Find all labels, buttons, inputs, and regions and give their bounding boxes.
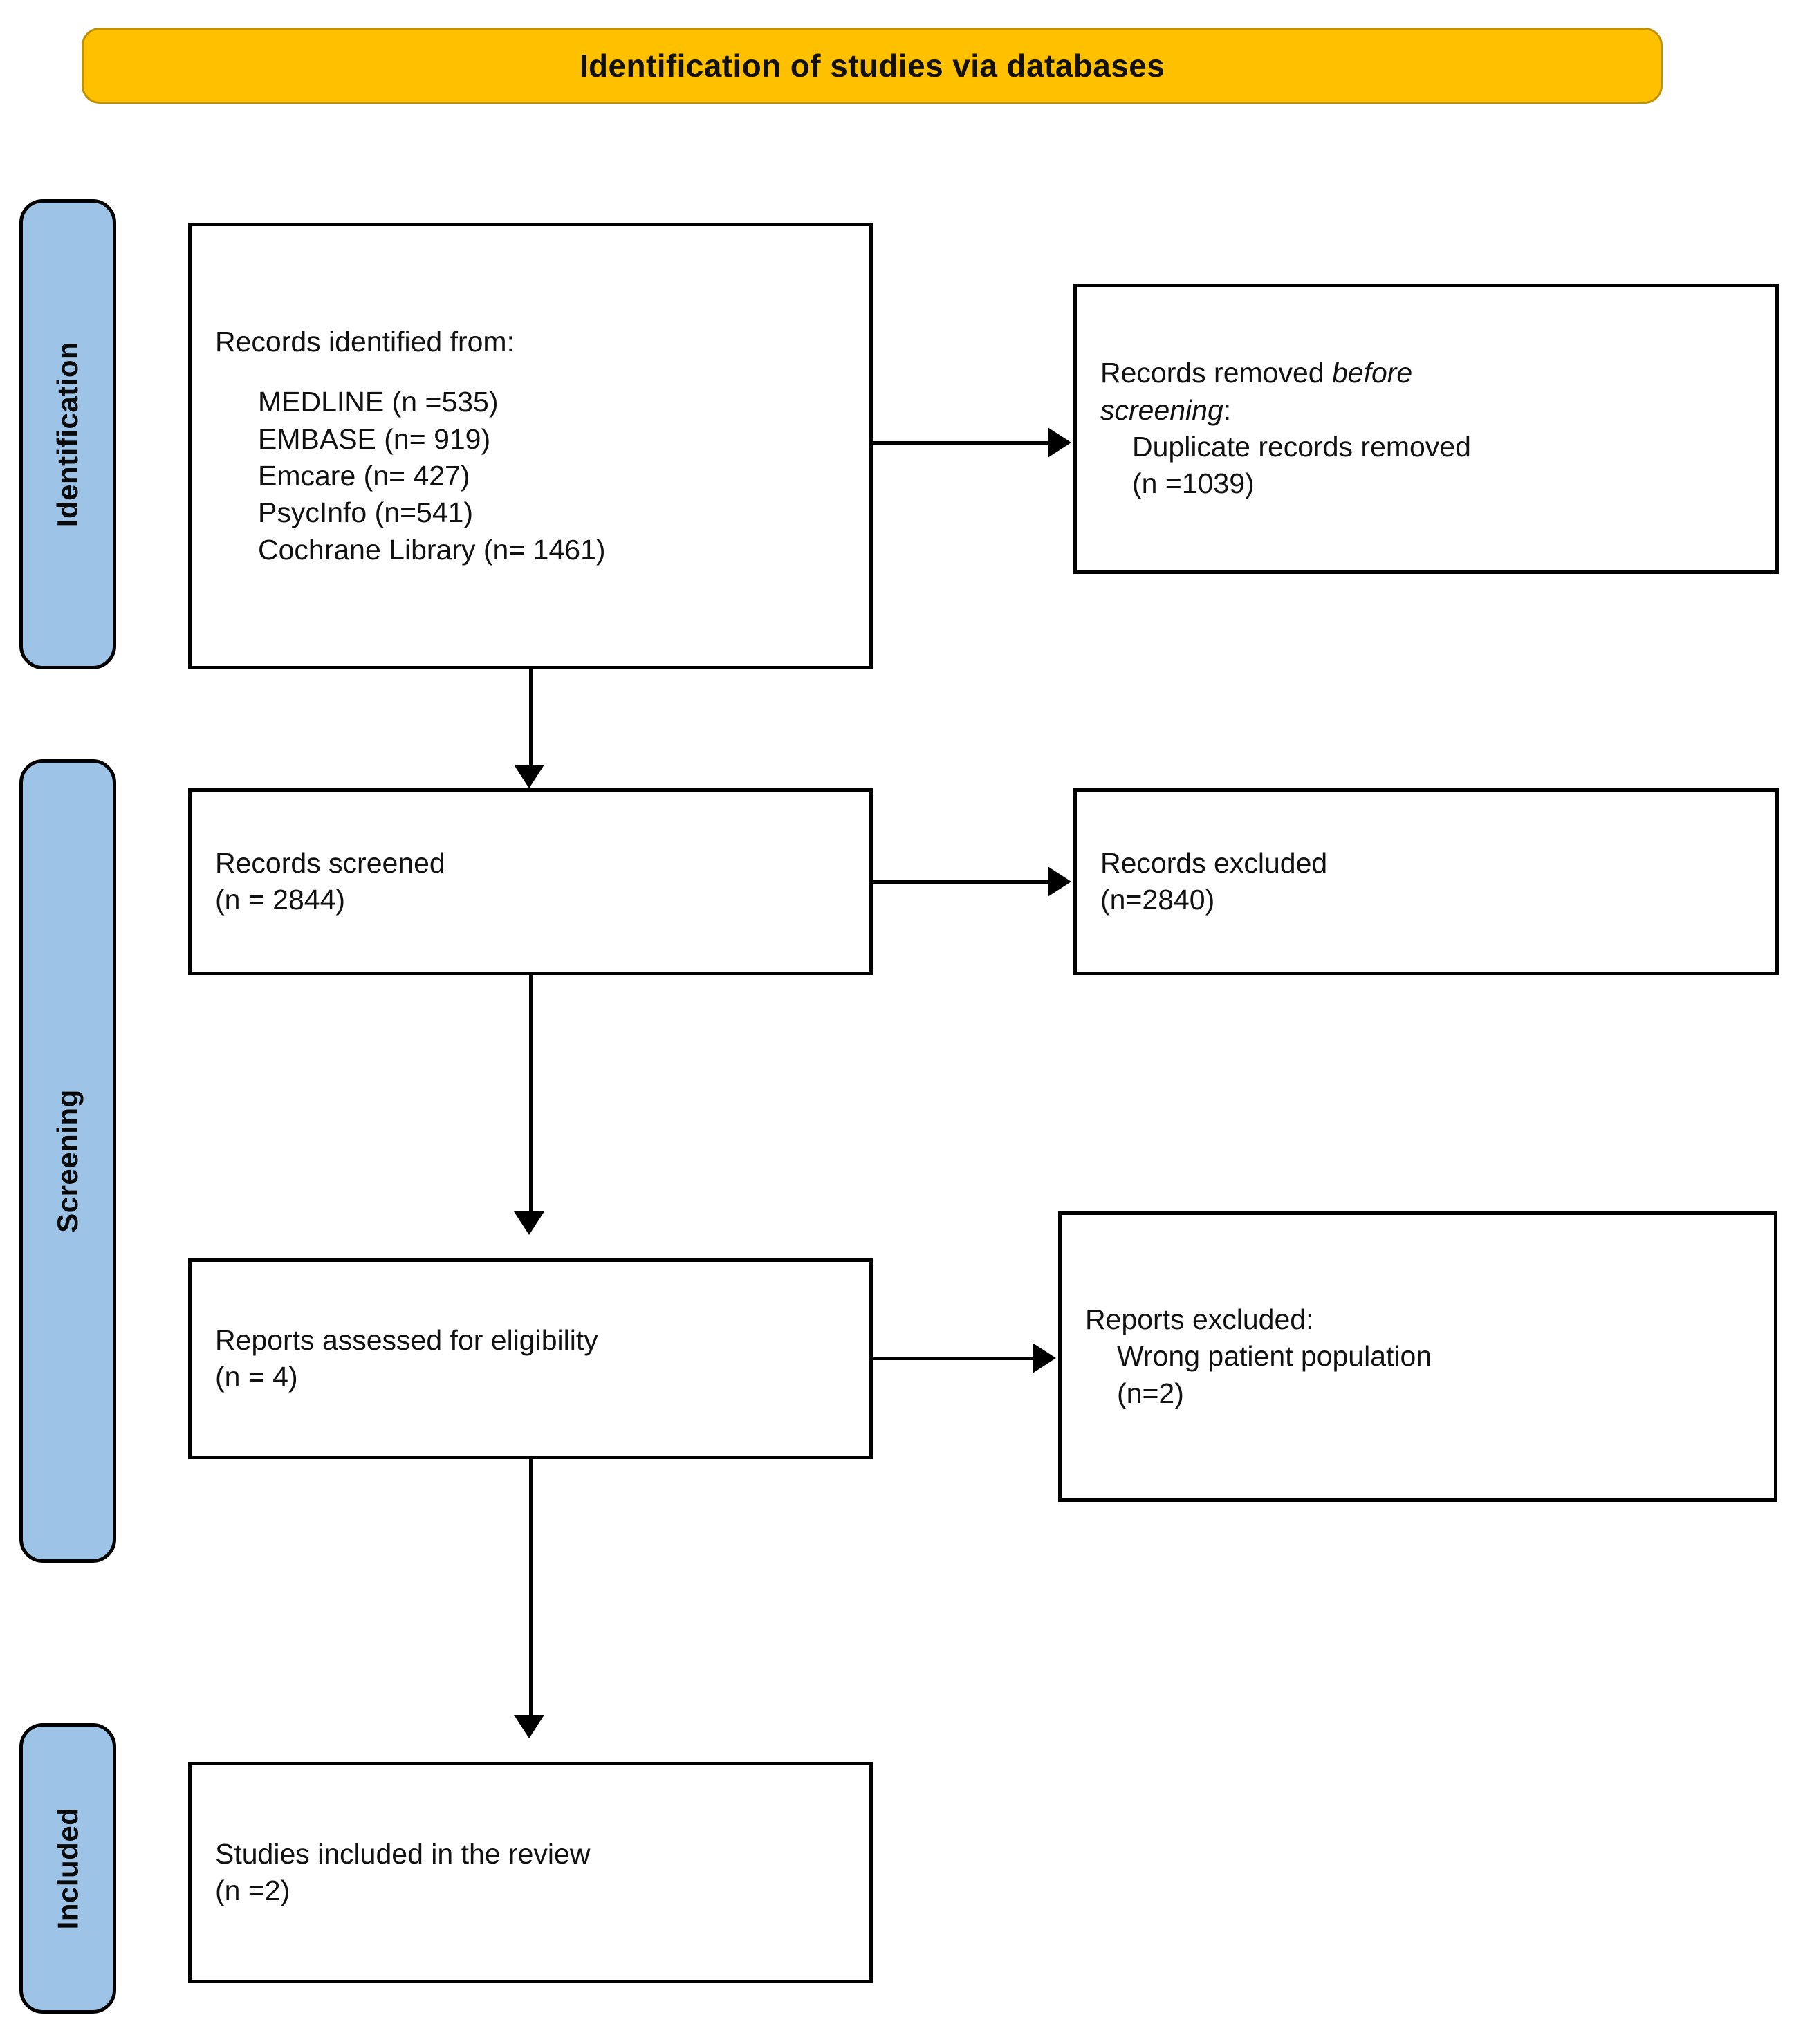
arrowhead-right-icon [1048, 866, 1071, 897]
records-removed-italic-before: before [1331, 357, 1413, 389]
connector-screened-to-excluded [873, 880, 1049, 884]
box-records-excluded: Records excluded (n=2840) [1073, 788, 1779, 975]
box-records-removed-before-screening: Records removed before screening: Duplic… [1073, 284, 1779, 574]
source-cochrane-library: Cochrane Library (n= 1461) [258, 533, 606, 566]
stage-bar-included: Included [19, 1723, 116, 2014]
reports-assessed-label: Reports assessed for eligibility [215, 1323, 598, 1356]
box-records-identified: Records identified from: MEDLINE (n =535… [188, 223, 873, 669]
box-reports-excluded: Reports excluded: Wrong patient populati… [1058, 1211, 1777, 1502]
reports-assessed-count: (n = 4) [215, 1361, 298, 1393]
studies-included-count: (n =2) [215, 1875, 290, 1906]
records-removed-line1: Records removed before [1100, 355, 1752, 391]
reports-excluded-heading: Reports excluded: [1085, 1303, 1314, 1336]
records-excluded-label: Records excluded [1100, 846, 1328, 879]
reports-excluded-reason: Wrong patient population [1117, 1340, 1432, 1373]
connector-eligibility-to-included [529, 1459, 533, 1716]
records-excluded-count: (n=2840) [1100, 884, 1215, 916]
connector-identified-to-removed [873, 441, 1049, 445]
diagram-title: Identification of studies via databases [579, 48, 1165, 84]
stage-bar-identification: Identification [19, 199, 116, 669]
records-removed-italic-screening: screening [1100, 393, 1223, 426]
source-emcare: Emcare (n= 427) [258, 460, 470, 492]
arrowhead-right-icon [1048, 427, 1071, 458]
stage-bar-screening: Screening [19, 759, 116, 1563]
connector-identified-to-screened [529, 669, 533, 766]
connector-eligibility-to-reports-excluded [873, 1357, 1034, 1360]
connector-screened-to-eligibility [529, 975, 533, 1211]
diagram-header-banner: Identification of studies via databases [82, 28, 1663, 104]
records-removed-prefix: Records removed [1100, 357, 1332, 389]
source-psycinfo: PsycInfo (n=541) [258, 496, 474, 529]
records-screened-count: (n = 2844) [215, 884, 346, 916]
duplicate-records-removed-label: Duplicate records removed [1132, 431, 1471, 463]
stage-label-screening: Screening [51, 1089, 84, 1233]
records-removed-line2: screening: [1100, 392, 1752, 429]
arrowhead-right-icon [1033, 1343, 1056, 1373]
stage-label-identification: Identification [51, 341, 84, 528]
box-studies-included: Studies included in the review (n =2) [188, 1762, 873, 1983]
records-identified-heading: Records identified from: [215, 326, 515, 358]
records-screened-label: Records screened [215, 846, 445, 879]
arrowhead-down-icon [514, 1715, 544, 1738]
stage-label-included: Included [51, 1807, 84, 1930]
reports-excluded-count: (n=2) [1117, 1377, 1184, 1409]
records-removed-colon: : [1223, 393, 1232, 426]
source-medline: MEDLINE (n =535) [258, 386, 499, 418]
arrowhead-down-icon [514, 1211, 544, 1235]
box-reports-assessed-for-eligibility: Reports assessed for eligibility (n = 4) [188, 1258, 873, 1459]
spacer [215, 360, 846, 384]
arrowhead-down-icon [514, 765, 544, 788]
duplicate-records-removed-count: (n =1039) [1132, 467, 1255, 500]
studies-included-label: Studies included in the review [215, 1837, 591, 1870]
source-embase: EMBASE (n= 919) [258, 422, 491, 455]
box-records-screened: Records screened (n = 2844) [188, 788, 873, 975]
